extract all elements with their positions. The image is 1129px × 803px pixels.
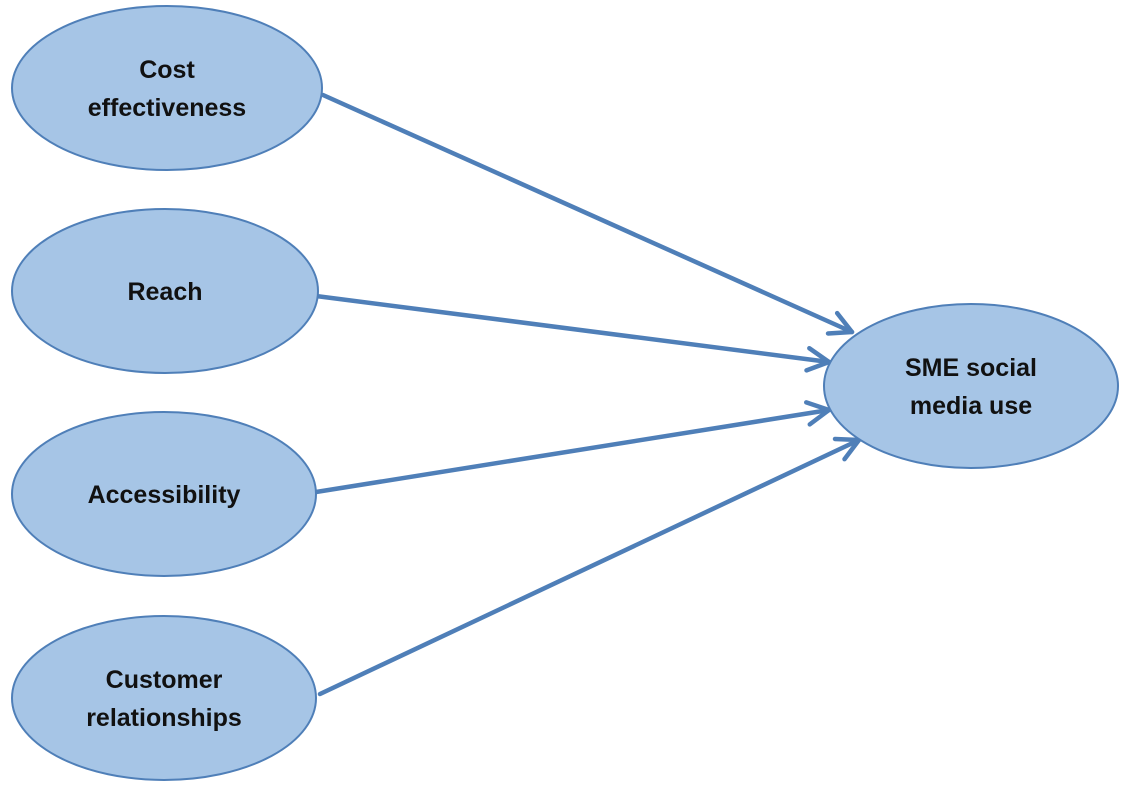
node-ellipse (11, 5, 323, 171)
node-customer: Customer relationships (11, 615, 317, 781)
node-ellipse (823, 303, 1119, 469)
node-label: Cost (139, 56, 195, 84)
node-reach: Reach (11, 208, 319, 374)
arrow-reach-to-sme (313, 293, 832, 373)
arrow-cost-to-sme (320, 92, 855, 336)
nodes-layer: Cost effectivenessReachAccessibilityCusto… (11, 5, 1119, 781)
node-label: Accessibility (88, 481, 241, 509)
node-accessibility: Accessibility (11, 411, 317, 577)
node-label: SME social (905, 354, 1037, 382)
node-sme: SME social media use (823, 303, 1119, 469)
arrowhead-icon (804, 400, 832, 427)
arrows-layer (313, 92, 862, 697)
node-label: media use (910, 392, 1032, 420)
node-ellipse (11, 208, 319, 374)
node-ellipse (11, 411, 317, 577)
arrowhead-icon (825, 310, 855, 336)
arrow-line (320, 92, 855, 335)
arrow-line (313, 407, 832, 495)
arrow-line (313, 293, 832, 365)
node-label: Customer (106, 666, 223, 694)
arrow-accessibility-to-sme (313, 400, 832, 495)
arrow-line (317, 437, 862, 697)
node-ellipse (11, 615, 317, 781)
node-label: relationships (86, 704, 242, 732)
node-label: Reach (127, 278, 202, 306)
arrowhead-icon (804, 345, 832, 373)
node-cost: Cost effectiveness (11, 5, 323, 171)
node-label: effectiveness (88, 94, 246, 122)
